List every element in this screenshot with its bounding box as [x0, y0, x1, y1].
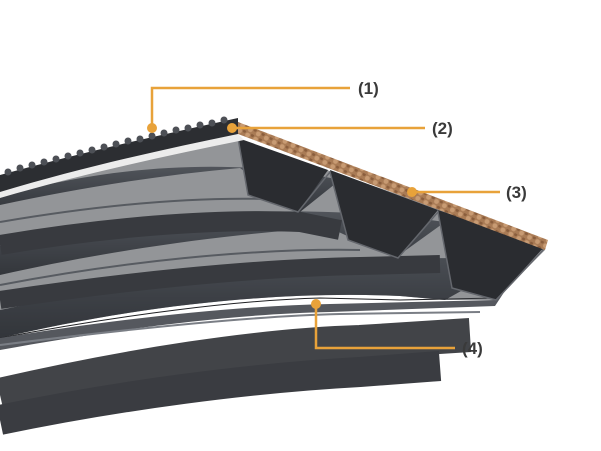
callout-4-dot [311, 299, 321, 309]
tension-cord-layer [238, 122, 548, 250]
belt-top-surface [0, 118, 238, 192]
callout-1-label: (1) [358, 79, 379, 98]
cover-fabric-layer [0, 134, 244, 198]
rib-face-1 [238, 138, 328, 212]
callout-4-label: (4) [462, 339, 483, 358]
callout-1-leader [150, 86, 350, 128]
belt-body [0, 140, 545, 338]
callout-2-label: (2) [432, 119, 453, 138]
rib-face-3 [438, 210, 545, 300]
callout-1: (1) [147, 79, 379, 133]
callout-3-dot [407, 187, 417, 197]
callout-1-dot [147, 123, 157, 133]
belt-rib-3-lower [0, 262, 520, 350]
top-surface-ridges [4, 116, 228, 176]
callout-4: (4) [311, 299, 483, 358]
callout-2: (2) [227, 119, 453, 138]
callout-3-label: (3) [506, 183, 527, 202]
callout-2-dot [227, 123, 237, 133]
callout-4-leader [314, 304, 455, 350]
rib-face-2 [330, 170, 438, 258]
callout-3: (3) [407, 183, 527, 202]
